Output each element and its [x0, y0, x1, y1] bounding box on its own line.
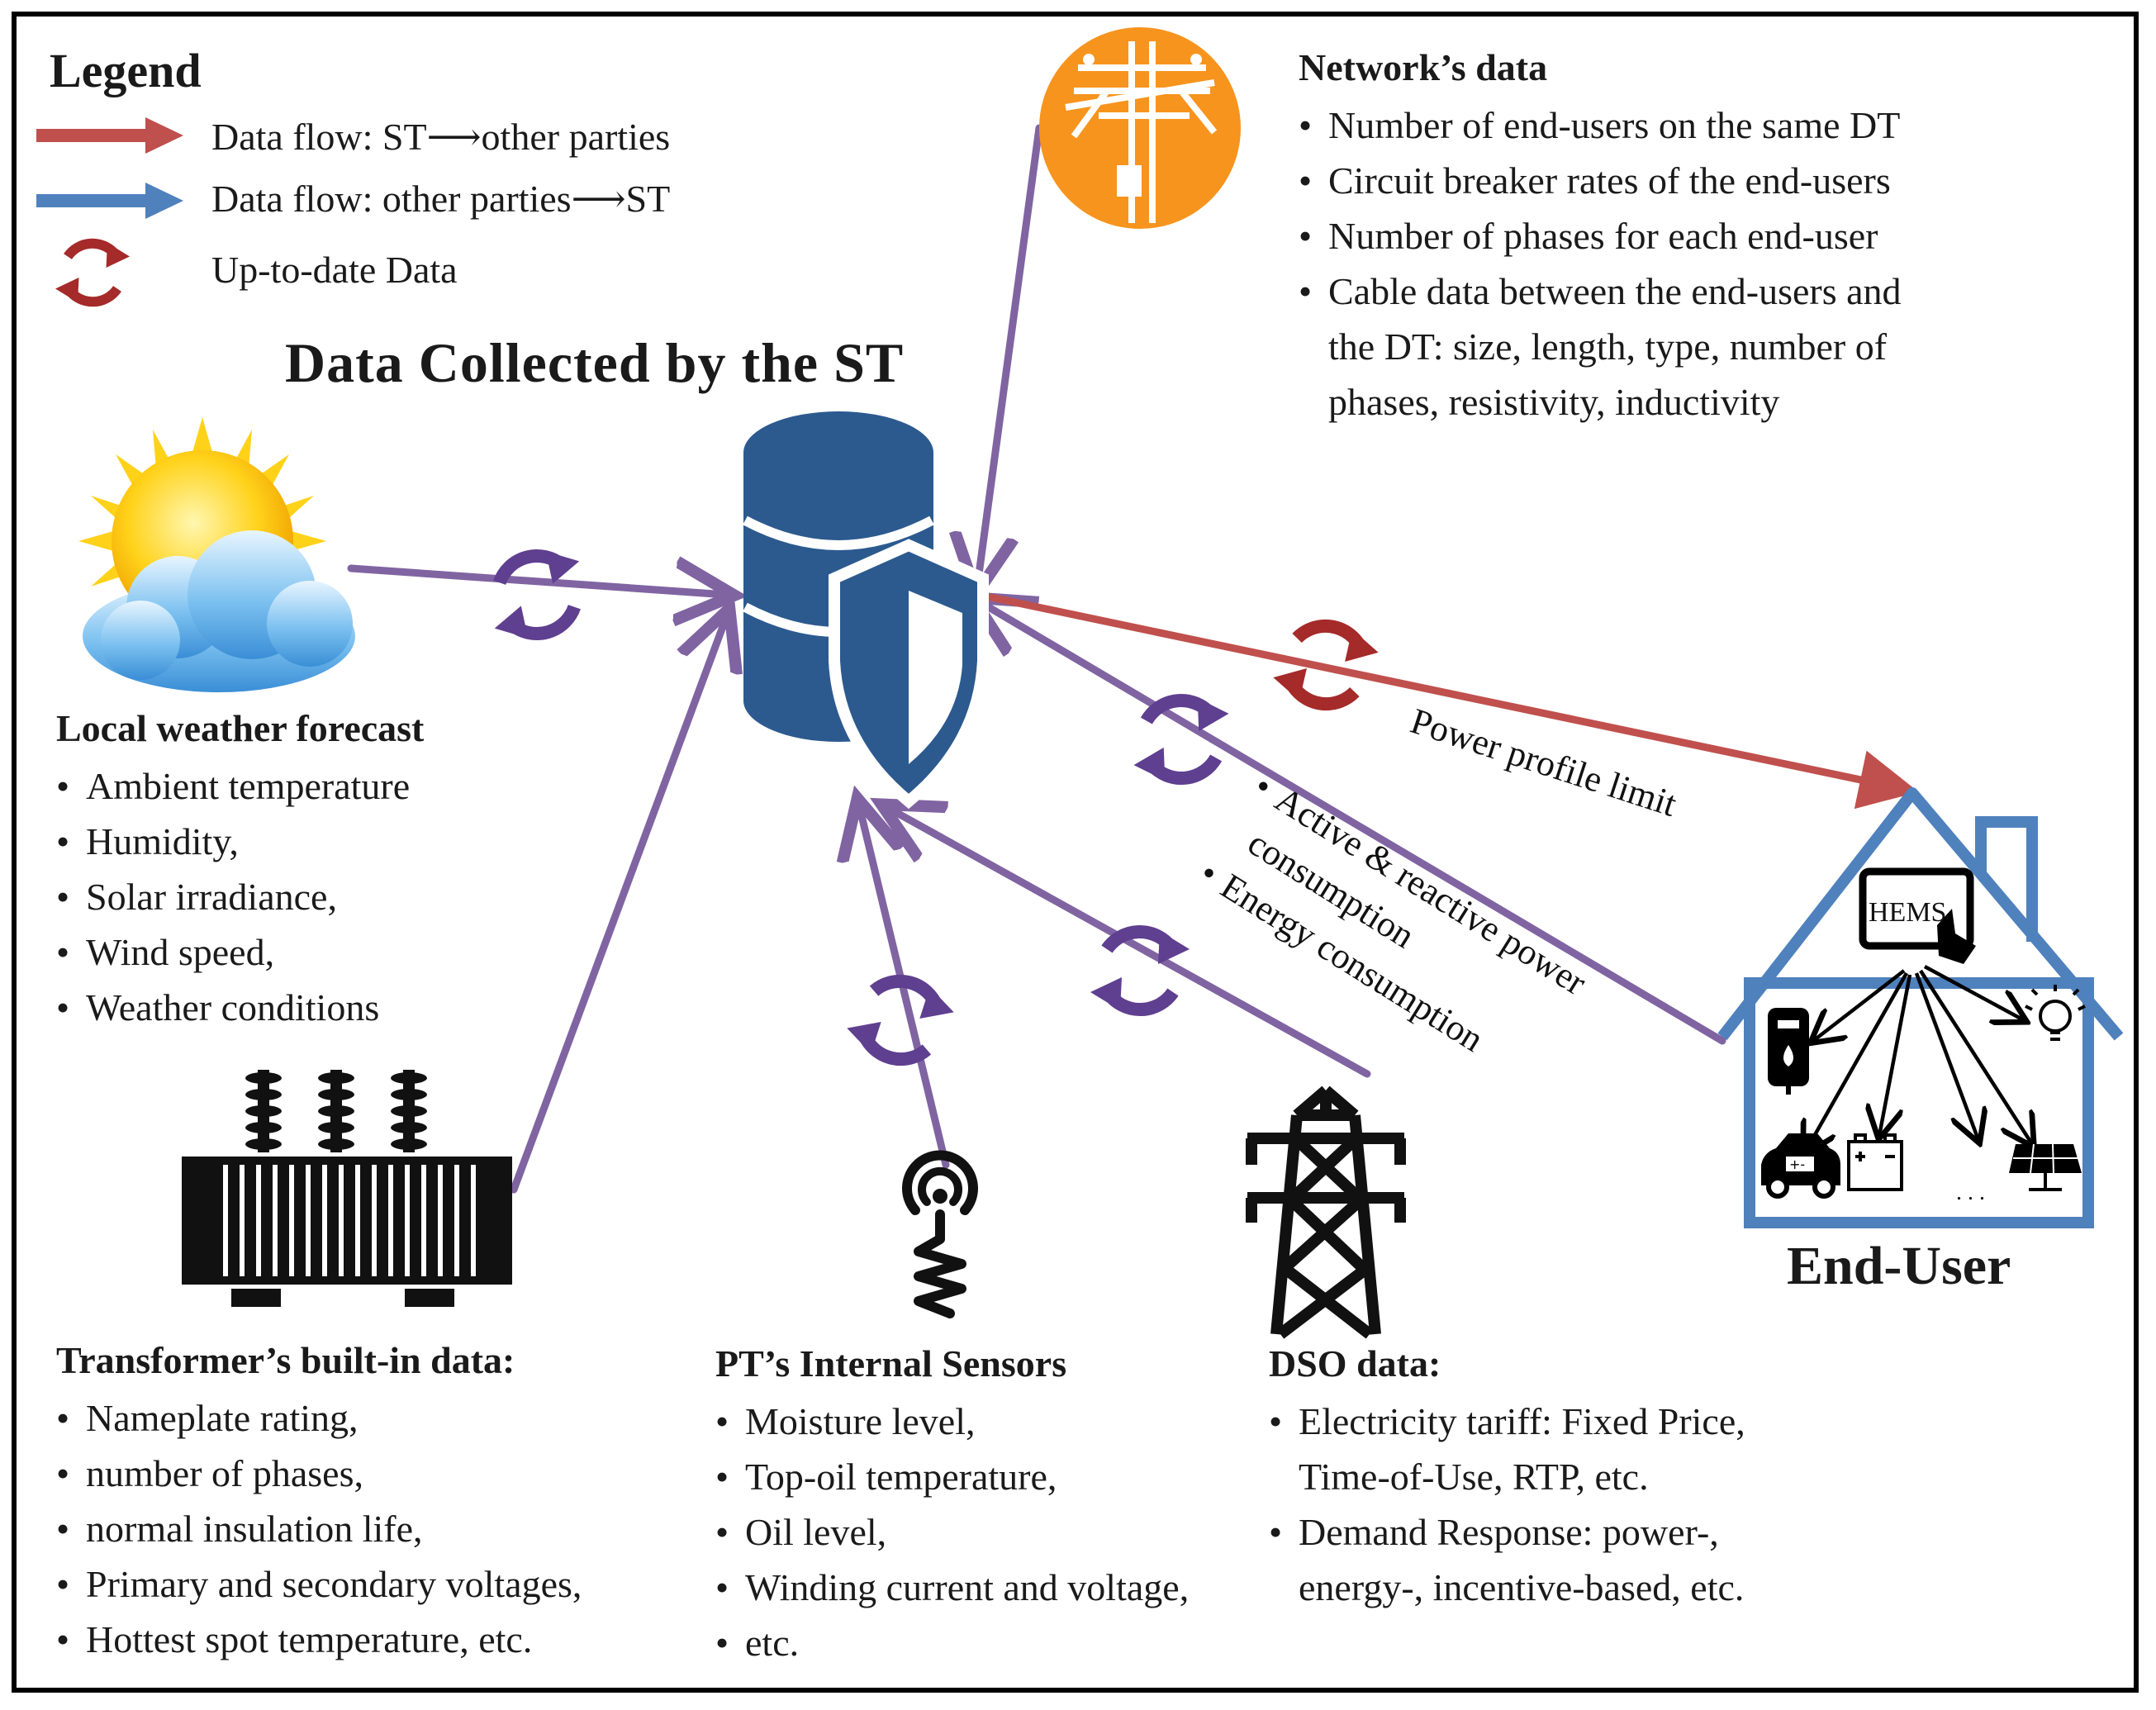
list-item: Wind speed, — [56, 924, 410, 980]
light-bulb-icon — [2025, 985, 2086, 1041]
list-item: Solar irradiance, — [56, 869, 410, 924]
svg-text:+-: +- — [1789, 1157, 1805, 1172]
network-heading: Network’s data — [1299, 46, 1548, 88]
dso-dr-line1: Demand Response: power-, — [1299, 1511, 1719, 1553]
power-pole-icon — [1039, 27, 1241, 229]
list-item: etc. — [715, 1615, 1189, 1670]
flow-network-to-st — [977, 124, 1043, 587]
refresh-cycle-icon — [1133, 696, 1229, 783]
list-item: normal insulation life, — [56, 1501, 582, 1556]
flow-transformer-to-st — [510, 615, 727, 1194]
power-profile-limit-label: Power profile limit — [1406, 701, 1682, 824]
dso-heading: DSO data: — [1269, 1342, 1441, 1385]
list-item: Nameplate rating, — [56, 1390, 582, 1446]
dso-dr-line2: energy-, incentive-based, etc. — [1299, 1566, 1745, 1608]
list-item: Cable data between the end-users and — [1299, 264, 1902, 319]
figure-frame — [12, 12, 2139, 1693]
network-list: Number of end-users on the same DT Circu… — [1299, 97, 1902, 319]
flow-weather-to-st — [347, 568, 727, 595]
list-item: Hottest spot temperature, etc. — [56, 1612, 582, 1667]
page-title: Data Collected by the ST — [285, 331, 905, 394]
list-item: Top-oil temperature, — [715, 1449, 1189, 1504]
battery-icon — [1847, 1133, 1903, 1191]
legend-item-cycle: Up-to-date Data — [211, 249, 458, 291]
transformer-heading: Transformer’s built-in data: — [56, 1339, 515, 1381]
svg-text:•: • — [1193, 853, 1225, 894]
legend-refresh-cycle-icon — [55, 238, 130, 307]
flow-dso-to-st — [888, 808, 1371, 1078]
dso-tariff-line2: Time-of-Use, RTP, etc. — [1299, 1456, 1649, 1498]
dso-tariff-line1: Electricity tariff: Fixed Price, — [1299, 1400, 1745, 1442]
list-item: Circuit breaker rates of the end-users — [1299, 153, 1902, 208]
legend-blue-arrow — [36, 183, 183, 219]
refresh-cycle-icon — [1273, 617, 1379, 712]
hems-tablet-icon — [1859, 867, 1974, 950]
list-item: Number of end-users on the same DT — [1299, 97, 1902, 153]
list-item: Primary and secondary voltages, — [56, 1556, 582, 1612]
dso-list: Electricity tariff: Fixed Price, Time-of-… — [1269, 1394, 1745, 1615]
hems-label: HEMS — [1869, 897, 1946, 928]
transformer-icon — [182, 1070, 512, 1307]
sensor-icon — [902, 1150, 978, 1318]
end-user-label: End-User — [1787, 1236, 2011, 1296]
transmission-tower-icon — [1246, 1085, 1406, 1339]
weather-heading: Local weather forecast — [56, 707, 425, 749]
list-item: Demand Response: power-, energy-, incenti… — [1269, 1504, 1745, 1615]
refresh-cycle-icon — [479, 544, 596, 646]
water-heater-icon — [1768, 1008, 1809, 1095]
sun-cloud-icon — [78, 417, 355, 692]
list-item: number of phases, — [56, 1446, 582, 1501]
list-item-continuation: phases, resistivity, inductivity — [1328, 381, 1780, 423]
list-item-continuation: the DT: size, length, type, number of — [1328, 325, 1888, 368]
list-item: Oil level, — [715, 1504, 1189, 1560]
pointer-hand-icon — [1937, 909, 1976, 964]
legend-item-red: Data flow: ST⟶other parties — [211, 116, 671, 158]
list-item: Electricity tariff: Fixed Price, Time-of-… — [1269, 1394, 1745, 1504]
refresh-cycle-icon — [847, 969, 954, 1071]
network-continuation: the DT: size, length, type, number of ph… — [1328, 319, 1887, 430]
legend-red-arrow — [36, 117, 183, 154]
legend-heading: Legend — [50, 44, 202, 97]
pt-sensors-heading: PT’s Internal Sensors — [715, 1342, 1067, 1385]
electric-car-icon: +- — [1761, 1133, 1840, 1199]
database-shield-icon — [743, 411, 989, 810]
legend-item-blue: Data flow: other parties⟶ST — [211, 178, 671, 220]
house-icon: +- HEMS . . . — [1717, 787, 2124, 1228]
list-item: Humidity, — [56, 814, 410, 869]
flow-enduser-to-st — [979, 601, 1726, 1045]
list-item: Ambient temperature — [56, 758, 410, 814]
refresh-cycle-icon — [1090, 931, 1190, 1010]
flow-st-to-enduser — [975, 591, 1919, 810]
list-item: Weather conditions — [56, 980, 410, 1035]
list-item: Number of phases for each end-user — [1299, 208, 1902, 264]
more-devices-ellipsis: . . . — [1956, 1180, 1985, 1205]
list-item: Moisture level, — [715, 1394, 1189, 1449]
list-item: Winding current and voltage, — [715, 1560, 1189, 1615]
solar-panel-icon — [2009, 1143, 2082, 1191]
pt-sensors-list: Moisture level, Top-oil temperature, Oil… — [715, 1394, 1189, 1670]
transformer-list: Nameplate rating, number of phases, norm… — [56, 1390, 582, 1667]
weather-list: Ambient temperature Humidity, Solar irra… — [56, 758, 410, 1035]
